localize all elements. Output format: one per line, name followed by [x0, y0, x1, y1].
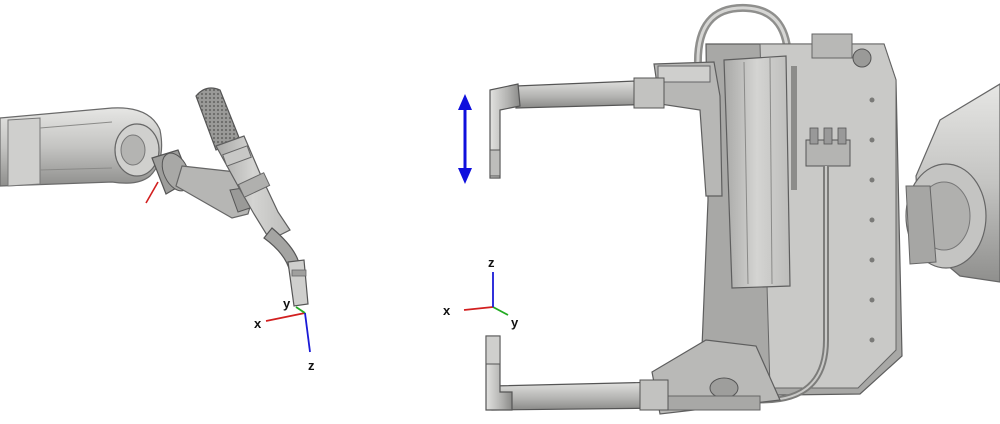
right-x-axis [463, 306, 494, 311]
left-x-axis-label: x [254, 316, 262, 331]
right-z-axis-label: z [488, 255, 495, 270]
left-y-axis [295, 306, 306, 314]
left-x-axis [265, 312, 306, 322]
left-y-axis-label: y [283, 296, 291, 311]
right-tool-frame: x y z [443, 255, 519, 330]
arc-welding-torch-icon [0, 87, 309, 307]
double-arrow-vertical-icon [458, 94, 472, 184]
left-tool-frame: x y z [254, 296, 315, 373]
right-y-axis [492, 306, 509, 316]
left-z-axis [304, 312, 311, 353]
wrist-x-axis-marker [145, 181, 159, 204]
spot-welding-gun-icon [485, 3, 1000, 415]
right-y-axis-label: y [511, 315, 519, 330]
left-z-axis-label: z [308, 358, 315, 373]
right-x-axis-label: x [443, 303, 451, 318]
